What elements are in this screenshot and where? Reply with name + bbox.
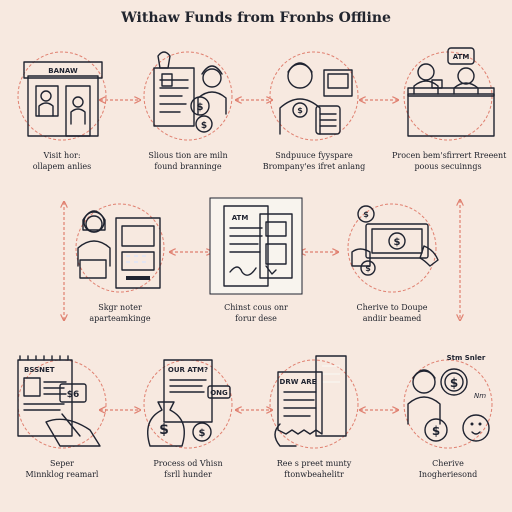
document-coins-icon: $ $ [143,51,233,141]
svg-text:$: $ [197,102,204,113]
receipt-sign: DRW ARE [280,378,317,386]
svg-text:$: $ [199,428,206,439]
svg-text:$: $ [432,424,440,438]
svg-text:$: $ [363,210,369,219]
page-title: Withaw Funds from Fronbs Offline [121,10,391,26]
bank-building-icon: BANAW [17,51,107,141]
svg-text:$: $ [365,264,371,273]
step-bank: BANAW Visit hor:ollapem anlies [6,44,118,172]
svg-text:$: $ [159,422,169,438]
atm-machine-icon [75,203,165,293]
money-bag-tag: ONG [210,389,228,397]
svg-text:$6: $6 [67,390,80,400]
card-reader-icon: $ [269,51,359,141]
atm-speech-sign: ATM [453,53,470,61]
coins-person-icon: Stm Snler $ Nm $ [403,354,493,449]
receipt-icon: DRW ARE [269,355,359,449]
atm-form-sign: ATM [232,214,249,222]
banknote-hands-icon: $ $ $ [347,203,439,293]
money-bag-icon: OUR ATM? ONG $ $ [143,359,233,449]
bank-sign: BANAW [48,67,78,75]
svg-text:$: $ [450,376,458,390]
svg-text:$: $ [394,237,401,248]
svg-text:$: $ [297,106,303,115]
step-bank-caption: Visit hor:ollapem anlies [32,151,92,171]
atm-form-icon: ATM [209,197,303,295]
svg-text:$: $ [201,121,207,131]
id-card-sign: BSSNET [24,366,55,374]
atm-speech-icon: ATM [403,47,495,141]
id-card-icon: BSSNET $6 [17,355,107,449]
coins-note: Stm Snler [447,354,486,362]
money-bag-sign: OUR ATM? [168,366,208,374]
coins-mark: Nm [474,392,486,400]
